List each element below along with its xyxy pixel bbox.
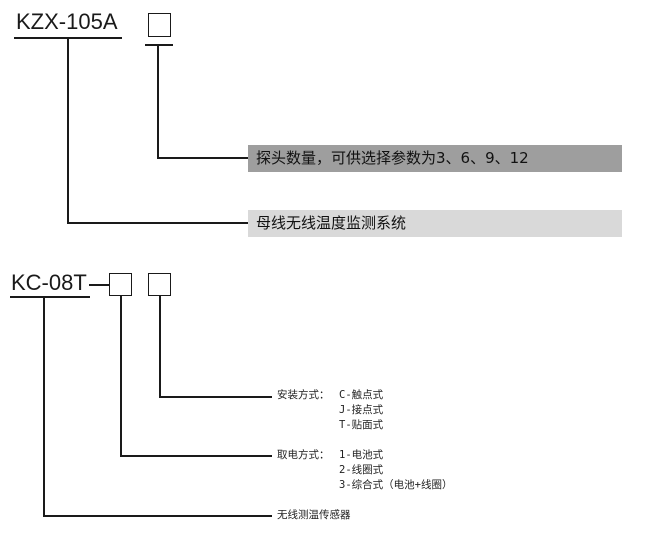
connector-install-horizontal: [159, 396, 272, 398]
connector-sensor-horizontal: [43, 515, 272, 517]
power-option: 3-综合式（电池+线圈）: [339, 479, 453, 491]
install-option: J-接点式: [339, 404, 384, 416]
model-underline-kc: [10, 296, 90, 298]
option-box-underline: [145, 44, 173, 46]
install-option: C-触点式: [339, 389, 384, 401]
connector-install-vertical: [159, 296, 161, 397]
connector-power-horizontal: [120, 455, 272, 457]
probe-count-bar: 探头数量，可供选择参数为3、6、9、12: [248, 145, 622, 172]
install-option: T-贴面式: [339, 419, 384, 431]
power-label: 取电方式：: [277, 449, 330, 461]
connector-probe-horizontal: [157, 157, 249, 159]
option-box-power: [109, 273, 132, 296]
model-dash: [89, 284, 109, 286]
connector-power-vertical: [120, 296, 122, 456]
model-code-kc: KC-08T: [11, 270, 87, 295]
connector-system-vertical: [67, 38, 69, 224]
connector-probe-vertical: [157, 45, 159, 159]
system-name-bar: 母线无线温度监测系统: [248, 210, 622, 237]
model-code-kzx: KZX-105A: [16, 9, 118, 34]
option-box-probe-count: [148, 13, 171, 37]
sensor-label: 无线测温传感器: [277, 509, 351, 521]
connector-sensor-vertical: [43, 297, 45, 516]
power-option: 1-电池式: [339, 449, 384, 461]
option-box-install: [148, 273, 171, 296]
install-label: 安装方式：: [277, 389, 330, 401]
connector-system-horizontal: [67, 222, 249, 224]
power-option: 2-线圈式: [339, 464, 384, 476]
